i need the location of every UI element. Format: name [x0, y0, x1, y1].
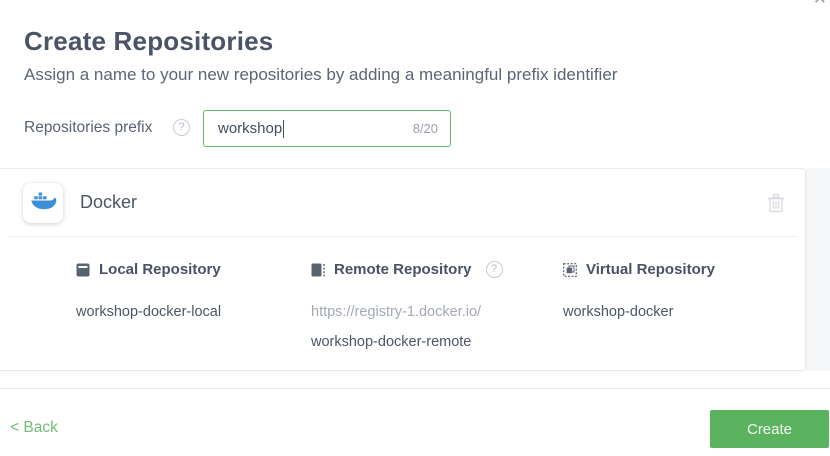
virtual-repo-column: Virtual Repository workshop-docker: [563, 261, 715, 327]
local-repo-name: workshop-docker-local: [76, 304, 222, 320]
docker-whale-icon: [30, 192, 57, 214]
page-subtitle: Assign a name to your new repositories b…: [24, 65, 618, 84]
prefix-input-value: workshop: [218, 120, 283, 137]
virtual-repo-label: Virtual Repository: [586, 261, 715, 278]
remote-repo-url: https://registry-1.docker.io/: [311, 304, 482, 320]
virtual-repo-icon: [563, 262, 577, 277]
card-divider: [9, 236, 797, 237]
remote-repo-help-icon[interactable]: ?: [485, 261, 503, 278]
page-title: Create Repositories: [24, 26, 274, 56]
prefix-label: Repositories prefix: [24, 119, 153, 136]
footer-divider: [0, 388, 830, 389]
remote-repo-column: Remote Repository ? https://registry-1.d…: [311, 261, 503, 357]
remote-repo-label: Remote Repository: [334, 261, 472, 278]
text-caret: [283, 119, 285, 138]
remote-repo-icon: [311, 263, 325, 277]
local-repo-label: Local Repository: [99, 261, 221, 278]
back-link[interactable]: < Back: [10, 419, 58, 436]
package-card: Docker Local Reposit: [0, 168, 806, 371]
scrollbar-track[interactable]: [806, 168, 830, 371]
prefix-help-icon[interactable]: ?: [173, 119, 190, 136]
repo-types-row: Local Repository workshop-docker-local R…: [0, 237, 805, 371]
local-repo-icon: [76, 263, 90, 277]
create-button[interactable]: Create: [710, 410, 829, 448]
local-repo-column: Local Repository workshop-docker-local: [76, 261, 221, 327]
virtual-repo-name: workshop-docker: [563, 304, 674, 320]
prefix-input[interactable]: workshop 8/20: [203, 110, 451, 147]
remote-repo-name: workshop-docker-remote: [311, 334, 472, 350]
package-name: Docker: [80, 192, 138, 212]
close-icon[interactable]: ✕: [813, 0, 827, 7]
package-card-header: Docker: [0, 169, 805, 236]
char-counter: 8/20: [412, 121, 438, 136]
docker-logo-tile: [23, 182, 63, 223]
delete-package-icon[interactable]: [767, 193, 785, 213]
